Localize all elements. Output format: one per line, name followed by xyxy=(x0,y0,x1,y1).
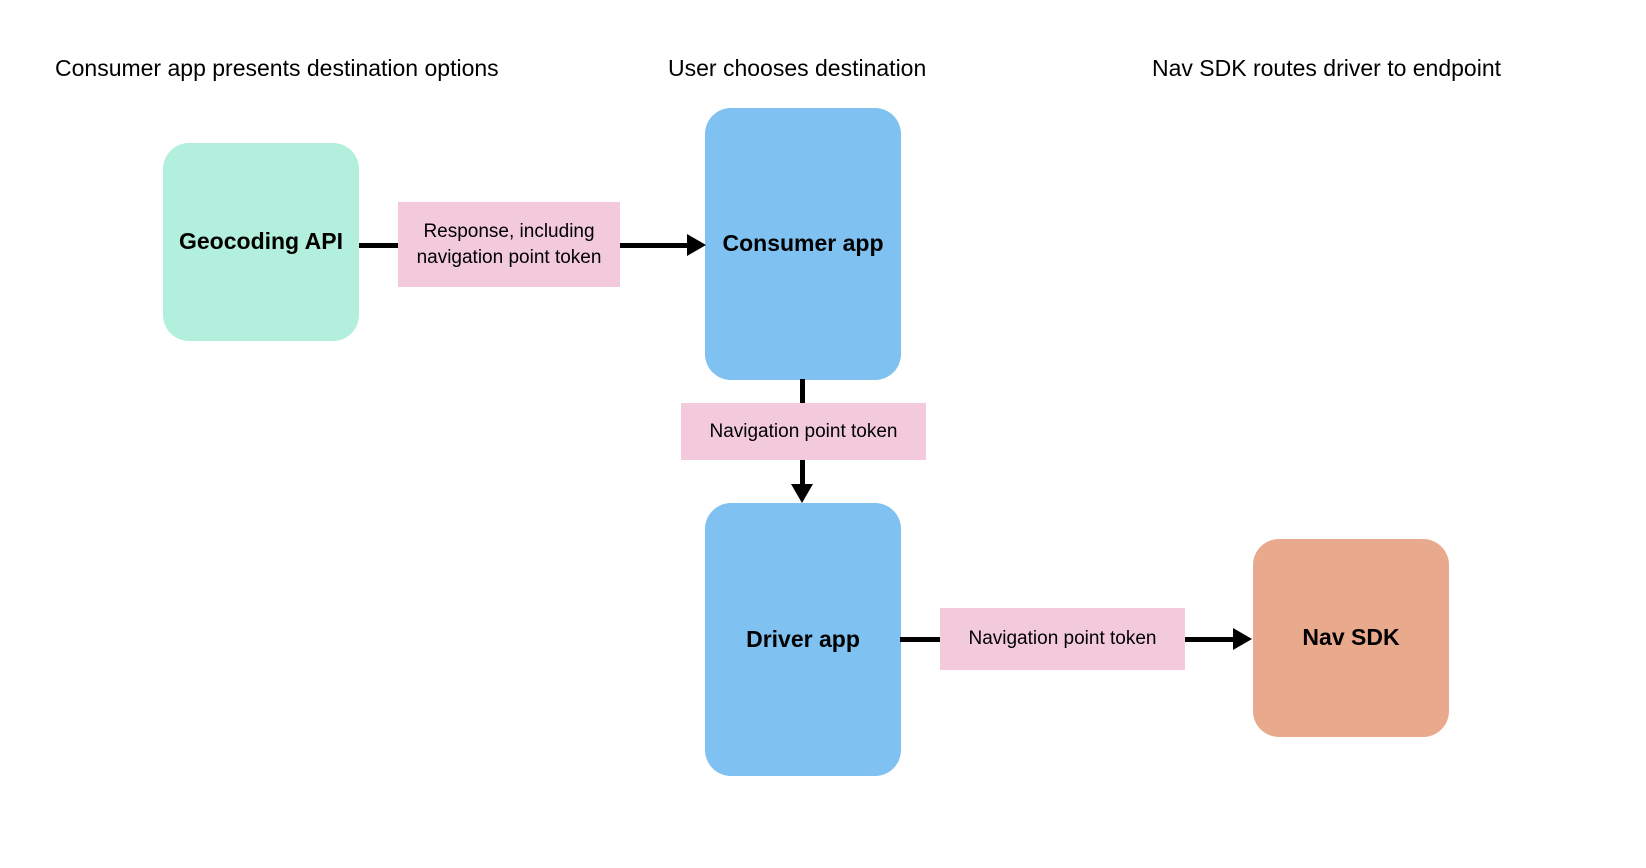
node-consumer-app[interactable]: Consumer app xyxy=(705,108,901,380)
connector-token-label-to-nav-sdk xyxy=(1184,637,1236,642)
node-geocoding-api-label: Geocoding API xyxy=(179,228,343,255)
node-consumer-app-label: Consumer app xyxy=(722,230,884,257)
node-driver-app[interactable]: Driver app xyxy=(705,503,901,776)
edge-label-token-horizontal-text: Navigation point token xyxy=(968,628,1157,650)
node-driver-app-label: Driver app xyxy=(746,625,860,652)
node-geocoding-api[interactable]: Geocoding API xyxy=(163,143,359,341)
connector-token-label-to-driver-app xyxy=(800,457,805,487)
node-nav-sdk[interactable]: Nav SDK xyxy=(1253,539,1449,737)
edge-label-navigation-point-token-driver-to-navsdk: Navigation point token xyxy=(940,608,1185,670)
column-header-user-chooses: User chooses destination xyxy=(668,55,927,81)
connector-consumer-app-to-token-label xyxy=(800,379,805,407)
arrowhead-right-icon-to-nav-sdk xyxy=(1233,628,1252,650)
edge-label-navigation-point-token-consumer-to-driver: Navigation point token xyxy=(681,403,926,460)
connector-response-label-to-consumer-app xyxy=(618,243,690,248)
connector-geocoding-to-response-label xyxy=(359,243,400,248)
edge-label-response-text: Response, including navigation point tok… xyxy=(416,221,602,268)
edge-label-token-vertical-text: Navigation point token xyxy=(709,420,898,442)
connector-driver-app-to-token-label xyxy=(900,637,944,642)
node-nav-sdk-label: Nav SDK xyxy=(1302,624,1400,651)
arrowhead-right-icon-to-consumer-app xyxy=(687,234,706,256)
edge-label-response-including-navigation-point-token: Response, including navigation point tok… xyxy=(398,202,620,287)
column-header-nav-sdk: Nav SDK routes driver to endpoint xyxy=(1152,55,1502,81)
column-header-consumer-app: Consumer app presents destination option… xyxy=(55,55,499,81)
arrowhead-down-icon-to-driver-app xyxy=(791,484,813,503)
